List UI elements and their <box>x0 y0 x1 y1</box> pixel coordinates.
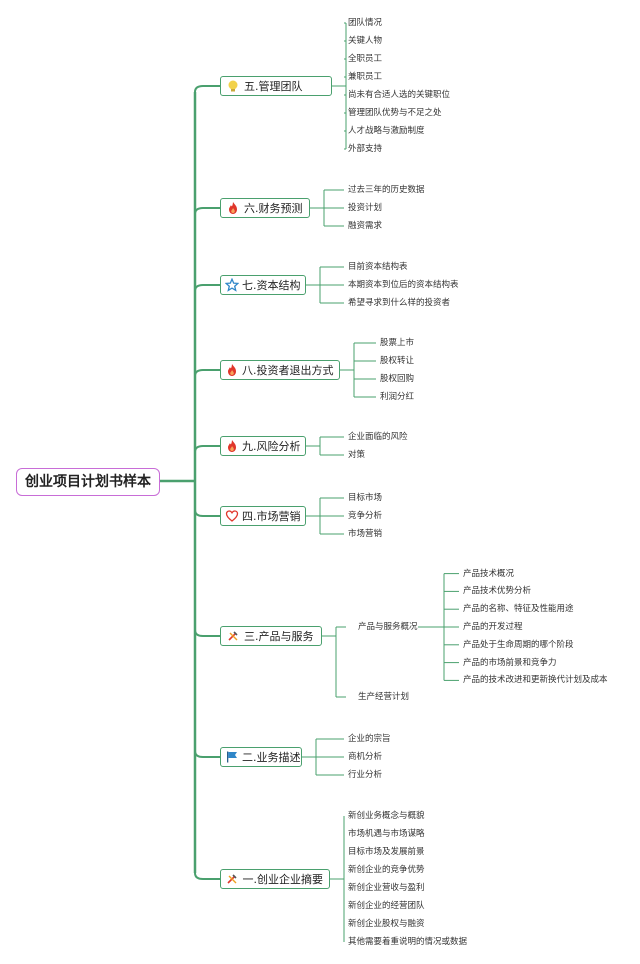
branch-connector <box>194 872 220 880</box>
leaf-item[interactable]: 企业面临的风险 <box>348 432 408 442</box>
leaf-item[interactable]: 股权转让 <box>380 356 415 366</box>
sub-node[interactable]: 生产经营计划 <box>358 692 410 702</box>
branch-node[interactable]: 八.投资者退出方式 <box>220 360 340 380</box>
leaf-item[interactable]: 新创企业股权与融资 <box>348 919 425 929</box>
leaf-item[interactable]: 外部支持 <box>348 144 383 154</box>
leaf-item[interactable]: 企业的宗旨 <box>348 734 391 744</box>
branch-connector <box>194 207 220 215</box>
leaf-item[interactable]: 股票上市 <box>380 338 415 348</box>
branch-label: 二.业务描述 <box>242 751 301 764</box>
leaf-item[interactable]: 商机分析 <box>348 752 383 762</box>
leaf-item[interactable]: 本期资本到位后的资本结构表 <box>348 280 459 290</box>
branch-node[interactable]: 四.市场营销 <box>220 506 306 526</box>
branch-label: 七.资本结构 <box>242 279 301 292</box>
leaf-item[interactable]: 产品的开发过程 <box>463 622 523 632</box>
leaf-item[interactable]: 竞争分析 <box>348 511 383 521</box>
branch-node[interactable]: 九.风险分析 <box>220 436 306 456</box>
leaf-item[interactable]: 兼职员工 <box>348 72 383 82</box>
leaf-item[interactable]: 其他需要着重说明的情况或数据 <box>348 937 468 947</box>
leaf-item[interactable]: 新创企业的经营团队 <box>348 901 425 911</box>
leaf-item[interactable]: 投资计划 <box>348 203 383 213</box>
leaf-item[interactable]: 融资需求 <box>348 221 383 231</box>
leaf-item[interactable]: 新创企业营收与盈利 <box>348 883 425 893</box>
leaf-item[interactable]: 产品技术概况 <box>463 568 515 579</box>
leaf-item[interactable]: 产品的市场前景和竞争力 <box>463 657 557 668</box>
bulb-icon <box>225 78 241 94</box>
fire-icon <box>225 362 239 378</box>
leaf-item[interactable]: 产品的技术改进和更新换代计划及成本 <box>463 675 608 686</box>
leaf-item[interactable]: 产品处于生命周期的哪个阶段 <box>463 639 574 650</box>
leaf-item[interactable]: 目标市场 <box>348 493 383 503</box>
branch-label: 九.风险分析 <box>242 440 301 453</box>
leaf-item[interactable]: 新创企业的竞争优势 <box>348 865 425 875</box>
leaf-item[interactable]: 管理团队优势与不足之处 <box>348 108 442 118</box>
branch-label: 一.创业企业摘要 <box>242 873 324 886</box>
fire-icon <box>225 200 241 216</box>
leaf-item[interactable]: 人才战略与激励制度 <box>348 126 425 136</box>
branch-connector <box>194 369 220 377</box>
root-node[interactable]: 创业项目计划书样本 <box>16 468 160 496</box>
leaf-item[interactable]: 目标市场及发展前景 <box>348 847 425 857</box>
leaf-item[interactable]: 尚未有合适人选的关键职位 <box>348 90 451 100</box>
branch-label: 三.产品与服务 <box>244 630 314 643</box>
branch-label: 六.财务预测 <box>244 202 303 215</box>
tools-icon <box>225 871 240 887</box>
flag-icon <box>225 749 239 765</box>
branch-node[interactable]: 三.产品与服务 <box>220 626 322 646</box>
leaf-item[interactable]: 市场机遇与市场谋略 <box>348 829 425 839</box>
leaf-item[interactable]: 团队情况 <box>348 18 383 28</box>
branch-connector <box>194 629 220 637</box>
star-icon <box>225 277 239 293</box>
leaf-item[interactable]: 目前资本结构表 <box>348 262 408 272</box>
leaf-item[interactable]: 新创业务概念与概貌 <box>348 811 425 821</box>
tools-icon <box>225 628 241 644</box>
leaf-item[interactable]: 产品的名称、特征及性能用途 <box>463 604 574 615</box>
branch-node[interactable]: 二.业务描述 <box>220 747 302 767</box>
sub-node[interactable]: 产品与服务概况 <box>358 622 418 632</box>
leaf-item[interactable]: 希望寻求到什么样的投资者 <box>348 298 451 308</box>
branch-connector <box>194 509 220 517</box>
branch-connector <box>194 445 220 453</box>
branch-node[interactable]: 六.财务预测 <box>220 198 310 218</box>
fire-icon <box>225 438 239 454</box>
leaf-item[interactable]: 全职员工 <box>348 54 383 64</box>
branch-label: 五.管理团队 <box>244 80 303 93</box>
leaf-item[interactable]: 股权回购 <box>380 374 415 384</box>
leaf-item[interactable]: 产品技术优势分析 <box>463 586 532 597</box>
leaf-item[interactable]: 行业分析 <box>348 770 383 780</box>
branch-connector <box>194 85 220 93</box>
heart-icon <box>225 508 239 524</box>
branch-connector <box>194 750 220 758</box>
leaf-item[interactable]: 过去三年的历史数据 <box>348 185 425 195</box>
branch-node[interactable]: 五.管理团队 <box>220 76 332 96</box>
branch-node[interactable]: 七.资本结构 <box>220 275 306 295</box>
branch-label: 四.市场营销 <box>242 510 301 523</box>
leaf-item[interactable]: 利润分红 <box>380 392 415 402</box>
branch-label: 八.投资者退出方式 <box>242 364 334 377</box>
branch-connector <box>194 284 220 292</box>
leaf-item[interactable]: 市场营销 <box>348 529 383 539</box>
leaf-item[interactable]: 关键人物 <box>348 36 383 46</box>
branch-node[interactable]: 一.创业企业摘要 <box>220 869 330 889</box>
leaf-item[interactable]: 对策 <box>348 450 366 460</box>
